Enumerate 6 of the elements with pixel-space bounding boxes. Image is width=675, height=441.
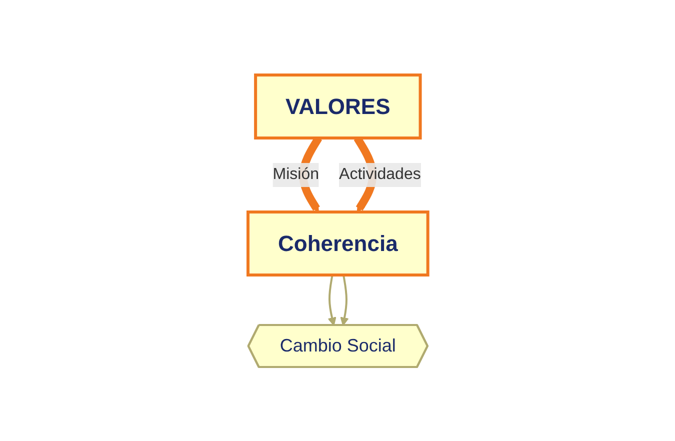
arrow: [327, 274, 336, 326]
arrow: [340, 274, 348, 326]
node-box: VALORES: [254, 73, 422, 139]
edge-label: Actividades: [338, 166, 420, 182]
node-box: Coherencia: [246, 210, 429, 276]
edge-label: Misión: [272, 166, 319, 182]
